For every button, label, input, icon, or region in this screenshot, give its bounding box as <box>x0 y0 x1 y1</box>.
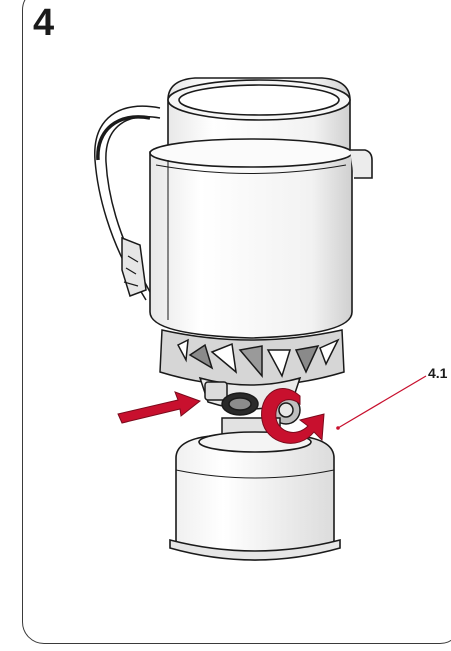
callout-leader <box>336 375 427 430</box>
gas-canister <box>169 431 341 561</box>
rotate-clockwise-icon <box>261 388 325 444</box>
burner-regulator <box>198 376 302 435</box>
step-number: 4 <box>33 2 55 44</box>
panel-frame <box>22 0 451 644</box>
burner-collar <box>159 329 345 387</box>
pot-body <box>149 138 373 339</box>
pot-strap <box>94 105 161 301</box>
push-arrow-icon <box>117 391 202 424</box>
pot-lid <box>167 77 351 151</box>
callout-label: 4.1 <box>428 365 448 381</box>
